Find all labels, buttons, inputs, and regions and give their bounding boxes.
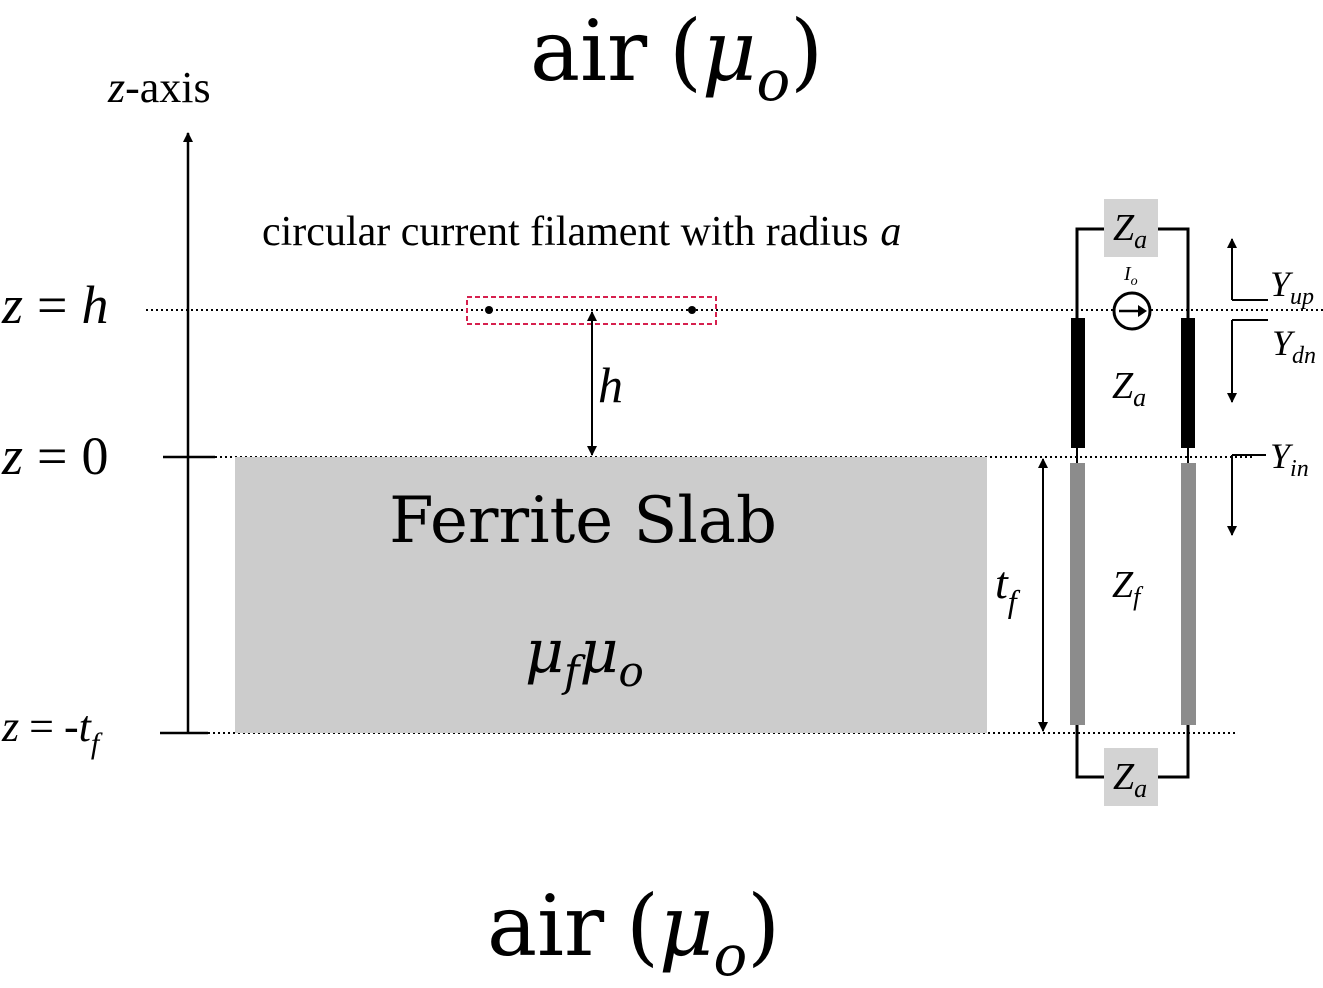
height-label: h: [598, 357, 623, 413]
zf-label: Zf: [1112, 564, 1144, 611]
air-line-right: [1181, 318, 1195, 448]
top-air-label: air(μo): [530, 2, 823, 114]
filament-left-dot: [485, 306, 493, 314]
level-label-tf: z=-tf: [1, 702, 103, 760]
current-source-arrow-head: [1138, 305, 1147, 317]
ferrite-slab: [235, 457, 987, 733]
circuit-top-left-wire: [1075, 227, 1104, 318]
thickness-label: tf: [995, 557, 1021, 619]
y-up-label: Yup: [1270, 264, 1314, 310]
level-label-h: z=h: [1, 275, 108, 335]
air-line-left: [1071, 318, 1085, 448]
current-source-label: Io: [1123, 263, 1138, 289]
za-top-box: [1104, 199, 1158, 257]
y-dn-label: Ydn: [1272, 323, 1316, 369]
za-bottom-box: [1104, 748, 1158, 806]
circuit-top-right-wire: [1158, 227, 1190, 318]
ferrite-line-right: [1181, 463, 1196, 725]
filament-right-dot: [688, 306, 696, 314]
equivalent-circuit: Za Za Io Zf Za Yup: [1070, 199, 1316, 806]
za-top-label: Za: [1113, 207, 1147, 254]
y-in-label: Yin: [1270, 436, 1309, 482]
bottom-air-label: air(μo): [487, 877, 780, 988]
level-label-zero: z=0: [1, 426, 108, 486]
za-mid-label: Za: [1112, 365, 1146, 412]
za-bottom-label: Za: [1113, 756, 1147, 803]
z-axis-label: z-axis: [107, 63, 211, 112]
ferrite-line-left: [1070, 463, 1085, 725]
circuit-bottom-left-wire: [1075, 725, 1104, 779]
ferrite-slab-title: Ferrite Slab: [389, 484, 777, 558]
circuit-bottom-right-wire: [1158, 725, 1190, 779]
